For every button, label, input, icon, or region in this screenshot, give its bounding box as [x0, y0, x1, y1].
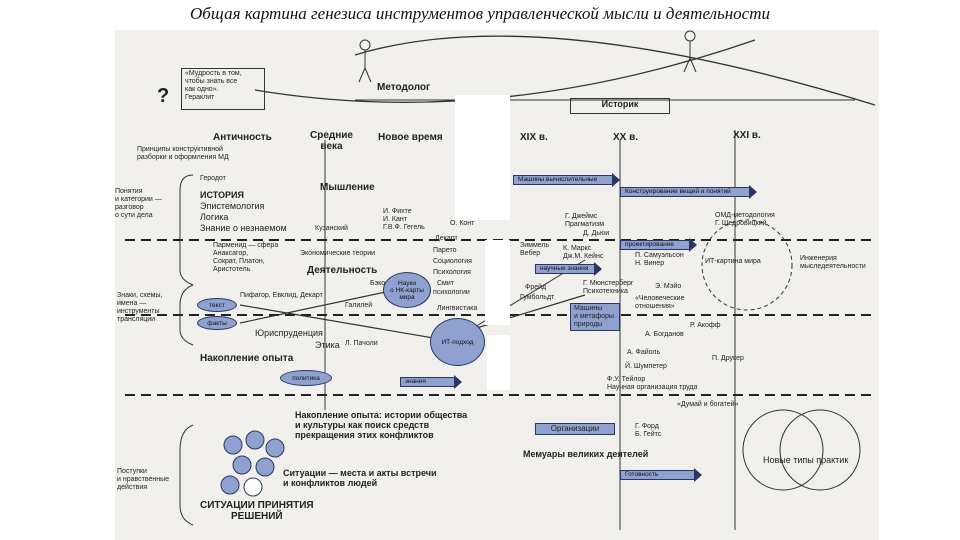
it-approach-oval: ИТ-подход [430, 318, 485, 366]
thinker-galileo: Галилей [345, 302, 373, 309]
thinker-smith: Смит [437, 280, 454, 287]
marx-label: К. Маркс Дж.М. Кейнс [563, 245, 604, 260]
memoirs-label: Мемуары великих деятелей [523, 449, 649, 459]
question-mark: ? [157, 85, 170, 107]
ford-label: Г. Форд Б. Гейтс [635, 423, 662, 438]
methodologist-label: Методолог [377, 82, 431, 93]
bogdanov-label: А. Богданов [645, 331, 684, 338]
taylor-label: Ф.У. Тейлор Научная организация труда [607, 376, 698, 391]
thinker-parmenides: Парменид — сфера Анаксагор, Сократ, Плат… [213, 242, 279, 273]
signs-label: Знаки, схемы, имена — инструменты трансл… [117, 292, 163, 323]
era-21st: XXI в. [733, 130, 761, 141]
thinker-kuzansky: Кузанский [315, 225, 348, 232]
munsterberg-label: Г. Мюнстерберг Психотехника [583, 280, 634, 295]
notions-label: Понятия и категории — разговор о сути де… [115, 188, 162, 219]
human-relations-label: «Человеческие отношения» [635, 295, 685, 310]
construct-arrow: Конструирование вещей и понятий [620, 185, 757, 199]
scan-gap [485, 240, 510, 325]
facts-oval: факты [197, 316, 237, 330]
era-new-time: Новое время [378, 132, 443, 143]
samuelson-label: П. Самуэльсон Н. Винер [635, 252, 684, 267]
scanned-diagram: Методолог Историк «Мудрость в том, чтобы… [115, 30, 879, 540]
scan-gap [487, 335, 510, 390]
organizations-box: Организации [535, 423, 615, 435]
era-antiquity: Античность [213, 132, 272, 143]
thinking-label: Мышление [320, 182, 375, 193]
engineering-label: Инженерия мыследеятельности [800, 255, 866, 270]
acts-label: Поступки и нравственные действия [117, 468, 170, 491]
history-item: Эпистемология [200, 201, 265, 211]
machines-metaphor-box: Машины и метафоры природы [570, 303, 620, 331]
thinker-descartes: Декарт [435, 235, 458, 242]
thinker-pareto: Парето [433, 247, 457, 254]
design-arrow: проектирование [620, 238, 697, 252]
psychology-label: Психология [433, 269, 471, 276]
mayo-label: Э. Мэйо [655, 283, 682, 290]
simmel-label: Зиммель Вебер [520, 242, 550, 257]
fayol-label: А. Файоль [627, 349, 661, 356]
humboldt-label: Гумбольдт [520, 294, 555, 301]
diagram-lines [125, 30, 876, 530]
era-19th: XIX в. [520, 132, 548, 143]
history-item: Знание о незнаемом [200, 223, 287, 233]
thinker-pacholi: Л. Пачоли [345, 340, 378, 347]
experience-label: Накопление опыта [200, 353, 294, 364]
history-title: ИСТОРИЯ [200, 190, 244, 200]
activity-label: Деятельность [307, 265, 378, 276]
drucker-label: П. Друкер [712, 355, 744, 362]
era-20th: XX в. [613, 132, 639, 143]
historian-box: Историк [570, 98, 670, 114]
history-item: Логика [200, 212, 229, 222]
linguistics-label: Лингвистика [437, 305, 478, 312]
science-oval: Науки о НК-карты мира [383, 272, 431, 308]
omd-label: ОМД-методология Г. Щедровицкий [715, 212, 775, 227]
thinker-fichte: И. Фихте И. Кант Г.В.Ф. Гегель [383, 208, 425, 231]
psychology2-label: психологии [433, 289, 470, 296]
new-types-label: Новые типы практик [763, 455, 849, 465]
thinker-pythagoras: Пифагор, Евклид, Декарт [240, 292, 323, 299]
sociology-label: Социология [433, 258, 472, 265]
rich-label: «Думай и богатей» [677, 401, 739, 408]
quote-box: «Мудрость в том, чтобы знать все как одн… [181, 68, 265, 110]
knowledge-arrow: знания [400, 375, 462, 389]
it-map-label: ИТ-картина мира [705, 258, 761, 265]
freud-label: Фрейд [525, 284, 547, 291]
ready-arrow: Готовность [620, 468, 702, 482]
schumpeter-label: Й. Шумпетер [625, 363, 667, 370]
politics-oval: политика [280, 370, 332, 386]
decisions-label: СИТУАЦИИ ПРИНЯТИЯ РЕШЕНИЙ [200, 500, 314, 522]
law-label: Юриспруденция [255, 328, 323, 338]
page-title: Общая картина генезиса инструментов упра… [190, 4, 770, 23]
principles-label: Принципы конструктивной разборки и оформ… [137, 146, 229, 161]
experience-text: Накопление опыта: истории общества и кул… [295, 410, 468, 440]
machines-arrow: Машины вычислительные [513, 173, 620, 187]
thinker-bacon: Бэкон [370, 280, 390, 287]
era-middle-ages: Средние века [310, 130, 353, 152]
thinker-comte: О. Конт [450, 220, 475, 227]
herodotus-label: Геродот [200, 175, 226, 182]
economic-theories: Экономические теории [300, 250, 376, 257]
sci-knowledge-arrow: научные знания [535, 262, 602, 276]
situations-text: Ситуации — места и акты встречи и конфли… [283, 468, 437, 488]
ackoff-label: Р. Акофф [690, 322, 721, 329]
dewey-label: Д. Дьюи [583, 230, 610, 237]
james-label: Г. Джеймс Прагматизм [565, 213, 605, 228]
text-oval: текст [197, 298, 237, 312]
scan-gap [455, 95, 510, 220]
ethics-label: Этика [315, 340, 340, 350]
